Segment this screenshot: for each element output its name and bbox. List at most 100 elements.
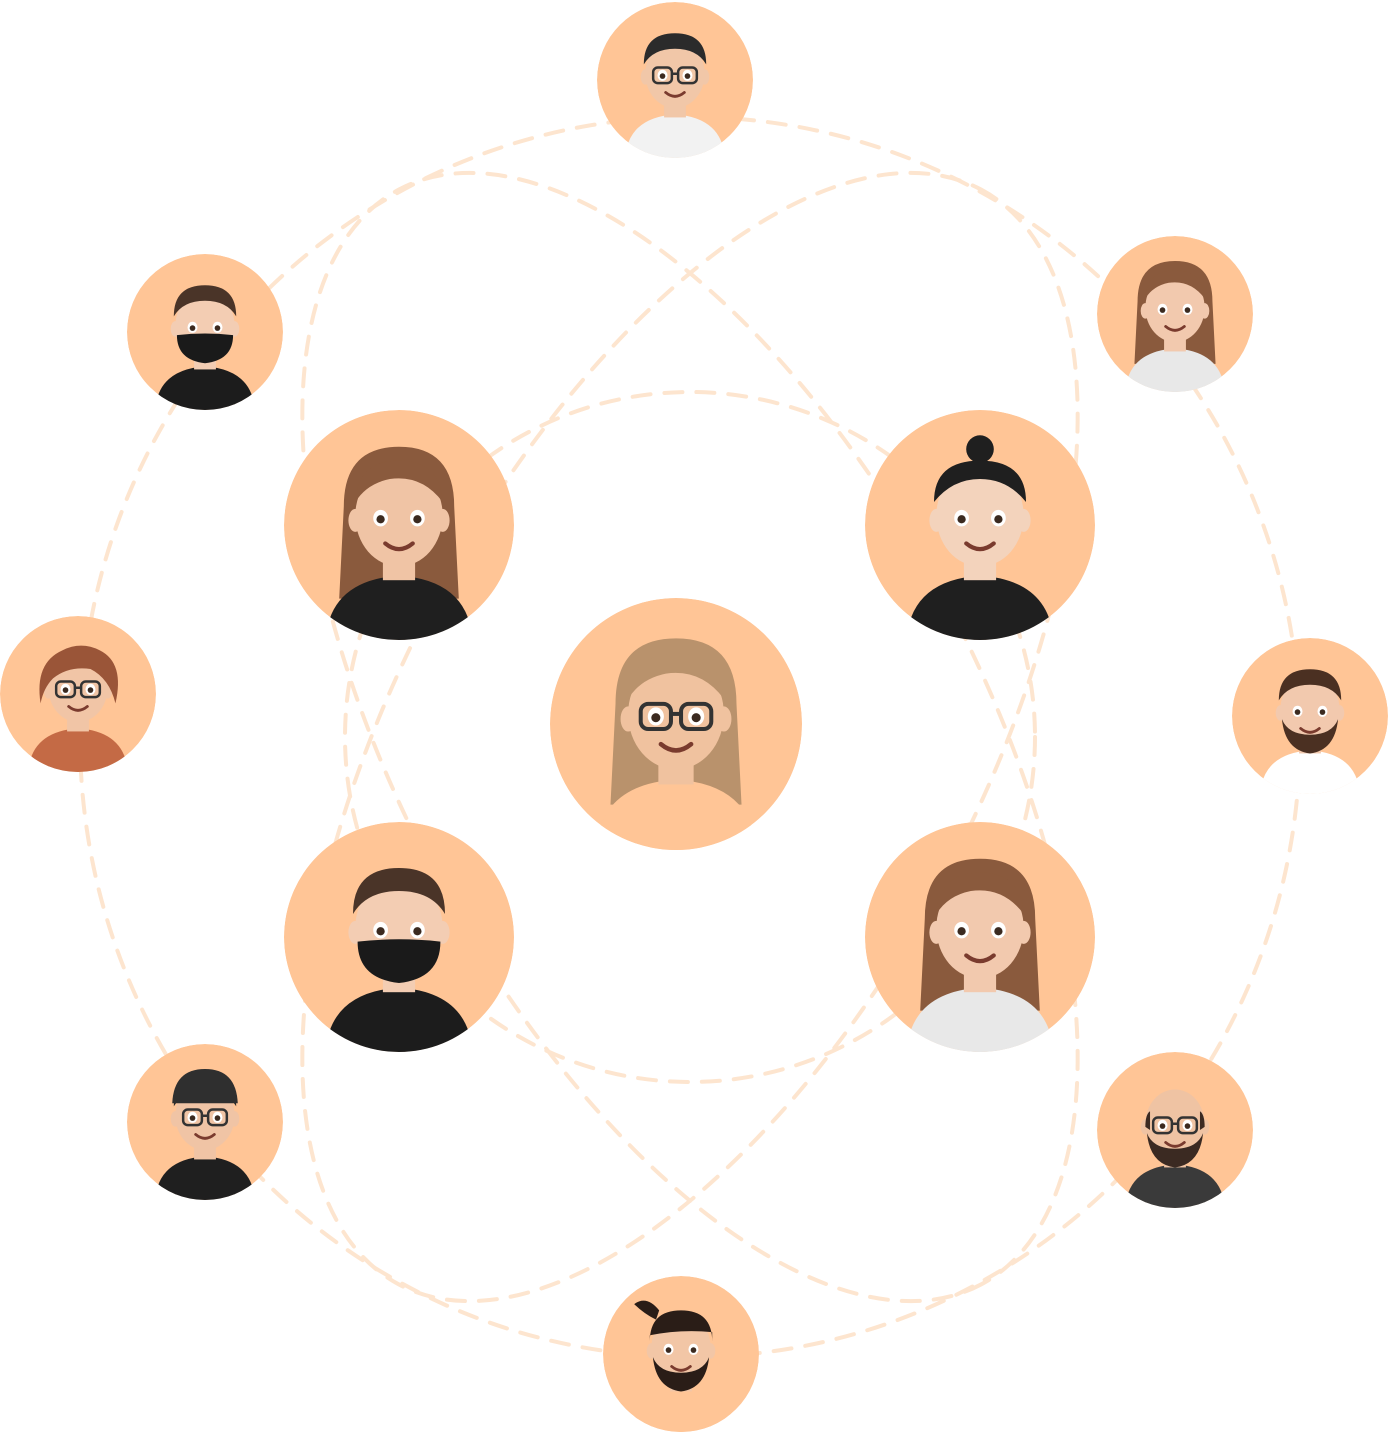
glasses-lens-left bbox=[181, 1108, 204, 1127]
head bbox=[936, 465, 1024, 567]
ear-left bbox=[1140, 303, 1151, 319]
shirt bbox=[595, 779, 757, 850]
mouth bbox=[194, 1133, 216, 1140]
glasses-lens-right bbox=[1176, 1116, 1199, 1135]
head bbox=[355, 465, 443, 567]
ear-right bbox=[705, 1343, 716, 1359]
ear-left bbox=[929, 508, 944, 532]
ear-left bbox=[620, 706, 636, 732]
beanie bbox=[172, 1068, 238, 1104]
ear-left bbox=[640, 69, 651, 85]
shirt bbox=[155, 366, 255, 410]
pupil-left bbox=[376, 515, 385, 524]
glasses-lens-right bbox=[676, 66, 699, 85]
avatar-inner-bottom-right bbox=[865, 822, 1095, 1052]
memoji-face-icon bbox=[550, 598, 802, 850]
avatar-lower-left bbox=[127, 1044, 283, 1200]
hair-curly bbox=[39, 645, 118, 704]
ear-left bbox=[929, 920, 944, 944]
pupil-left bbox=[957, 927, 966, 936]
pupil-right bbox=[1184, 1123, 1191, 1129]
memoji-face-icon bbox=[1097, 1052, 1253, 1208]
mouth bbox=[964, 953, 996, 964]
avatar-center bbox=[550, 598, 802, 850]
hair-side bbox=[1199, 1111, 1205, 1130]
mouth bbox=[658, 741, 694, 753]
avatar-top bbox=[597, 2, 753, 158]
pupil-right bbox=[87, 687, 94, 693]
pupil-right bbox=[413, 927, 422, 936]
pupil-right bbox=[994, 515, 1003, 524]
memoji-face-icon bbox=[1097, 236, 1253, 392]
hair-top bbox=[353, 868, 445, 914]
shirt bbox=[906, 575, 1054, 640]
glasses-lens-right bbox=[206, 1108, 229, 1127]
ear-left bbox=[348, 920, 363, 944]
memoji-face-icon bbox=[597, 2, 753, 158]
inner-orbit-ring bbox=[343, 390, 1037, 1084]
shirt bbox=[906, 987, 1054, 1052]
hair-bangs bbox=[649, 1310, 713, 1342]
ear-right bbox=[435, 920, 450, 944]
ear-right bbox=[1016, 508, 1031, 532]
pupil-left bbox=[1159, 1123, 1166, 1129]
glasses-lens-left bbox=[1151, 1116, 1174, 1135]
hair-fringe bbox=[628, 653, 724, 699]
pupil-left bbox=[189, 1115, 196, 1121]
pupil-left bbox=[1294, 709, 1301, 715]
shirt bbox=[1125, 348, 1225, 392]
glasses-lens-right bbox=[79, 680, 102, 699]
avatar-left bbox=[0, 616, 156, 772]
ear-right bbox=[1199, 303, 1210, 319]
head bbox=[1145, 273, 1205, 343]
ear-left bbox=[1275, 705, 1286, 721]
pupil-right bbox=[994, 927, 1003, 936]
ear-right bbox=[229, 1111, 240, 1127]
pupil-left bbox=[376, 927, 385, 936]
pupil-left bbox=[659, 73, 666, 79]
avatar-upper-left bbox=[127, 254, 283, 410]
ear-left bbox=[646, 1343, 657, 1359]
ear-right bbox=[716, 706, 732, 732]
pupil-right bbox=[1184, 307, 1191, 313]
ear-right bbox=[1016, 920, 1031, 944]
avatar-lower-right bbox=[1097, 1052, 1253, 1208]
mouth bbox=[383, 541, 415, 552]
pupil-right bbox=[684, 73, 691, 79]
hair-fringe bbox=[1145, 270, 1205, 299]
hair-top bbox=[934, 460, 1026, 502]
face-mask bbox=[176, 333, 234, 364]
beard bbox=[1281, 719, 1339, 754]
shirt bbox=[155, 1156, 255, 1200]
avatar-right bbox=[1232, 638, 1388, 794]
mouth bbox=[964, 541, 996, 552]
memoji-face-icon bbox=[127, 1044, 283, 1200]
mouth bbox=[67, 705, 89, 712]
pupil-left bbox=[62, 687, 69, 693]
pupil-left bbox=[189, 325, 196, 331]
avatar-inner-top-left bbox=[284, 410, 514, 640]
beard bbox=[652, 1357, 710, 1392]
pupil-right bbox=[214, 1115, 221, 1121]
avatar-inner-top-right bbox=[865, 410, 1095, 640]
head bbox=[1280, 675, 1340, 745]
hair-bun bbox=[966, 435, 994, 463]
ear-left bbox=[170, 321, 181, 337]
ear-right bbox=[435, 508, 450, 532]
hair-ponytail bbox=[634, 1300, 660, 1320]
glasses-lens-left bbox=[651, 66, 674, 85]
pupil-left bbox=[665, 1347, 672, 1353]
pupil-right bbox=[214, 325, 221, 331]
ear-left bbox=[170, 1111, 181, 1127]
pupil-left bbox=[1159, 307, 1166, 313]
face-mask bbox=[357, 939, 441, 983]
avatar-upper-right bbox=[1097, 236, 1253, 392]
head bbox=[936, 877, 1024, 979]
memoji-face-icon bbox=[1232, 638, 1388, 794]
pupil-left bbox=[957, 515, 966, 524]
avatar-bottom bbox=[603, 1276, 759, 1432]
hair-fringe bbox=[355, 460, 443, 502]
mouth bbox=[1164, 1141, 1186, 1148]
ear-right bbox=[699, 69, 710, 85]
